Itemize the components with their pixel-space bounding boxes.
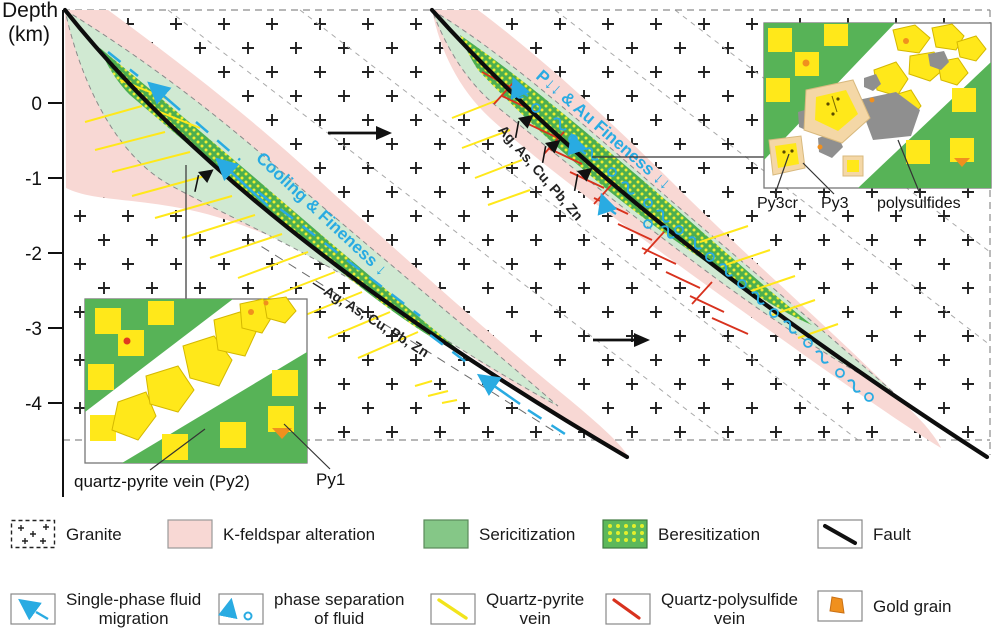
polysulfides-label: polysulfides [877,195,961,212]
flow-arrow-right [593,333,650,347]
legend-item-quartz-pyrite-vein: Quartz-pyrite vein [430,590,584,628]
legend-item-gold-grain: Gold grain [817,590,951,622]
py1-label: Py1 [316,470,345,489]
legend-item-beresitization: Beresitization [602,519,760,549]
tick-4: -4 [25,394,42,415]
axis-title-line2: (km) [8,23,50,46]
fault-line-1 [62,7,630,460]
py3-crystal [803,79,871,144]
quartz-pyrite-veins-2 [451,99,839,339]
py3cr-crystal [768,135,806,176]
beresitization-swatch [602,519,648,549]
legend-label-line2: vein [713,609,746,628]
gold-grain [903,38,909,44]
legend-label: Beresitization [658,524,761,544]
legend-item-fault: Fault [817,519,911,549]
axis-title-line1: Depth [2,0,58,22]
py3cr-label: Py3cr [757,195,799,212]
pyrite-squares [88,301,298,460]
legend-label: Sericitization [479,524,576,544]
single-phase-fluid-arrows [147,81,521,406]
beresitization-band-2 [460,35,812,325]
py3-label: Py3 [821,195,849,212]
single-phase-fluid-dashes [107,51,569,438]
legend-label: Granite [66,524,122,544]
gold-grain-swatch [817,590,863,622]
gold-grain [263,300,269,306]
py2-blobs [111,296,297,441]
legend-item-kfeldspar: K-feldspar alteration [167,519,375,549]
fault-swatch [817,519,863,549]
polysulfides-leader [897,139,921,195]
sericitization-swatch [423,519,469,549]
inset-right-py3: Py3cr Py3 polysulfides [757,22,992,212]
phase-separation-swatch [218,593,264,625]
legend-label-line1: Quartz-polysulfide [661,590,799,609]
quartz-polysulfide-vein-swatch [605,593,651,625]
mineralization-arrows [194,114,593,192]
depth-axis: Depth (km) 0 -1 -2 -3 -4 [2,0,64,497]
gold-grain [954,158,970,167]
legend-label-line1: Single-phase fluid [66,590,202,609]
gold-grain [869,97,875,103]
py3-blobs [873,23,987,120]
legend-label-line2: of fluid [314,609,365,628]
quartz-pyrite-vein-swatch [430,593,476,625]
tick-0: 0 [31,94,42,115]
single-phase-fluid-swatch [10,593,56,625]
gold-grain [123,337,131,345]
legend-item-sericitization: Sericitization [423,519,575,549]
legend-label-line1: Gold grain [873,596,952,616]
gold-grain [248,309,254,315]
legend-label: Fault [873,524,911,544]
cross-section-figure: Depth (km) 0 -1 -2 -3 -4 Cooling & Finen… [2,0,992,497]
sericitization-halo-1 [64,8,559,407]
tick-3: -3 [25,319,42,340]
tick-2: -2 [25,244,42,265]
flow-arrow-left [328,126,392,140]
py1-grain [272,428,292,439]
caption-leader [149,428,206,471]
pyrite-squares [766,24,976,164]
legend-item-granite: Granite [10,519,122,549]
kfeldspar-swatch [167,519,213,549]
gold-grain [817,144,823,150]
quartz-pyrite-veins-1 [84,79,458,404]
py1-leader [283,423,331,470]
gold-grain [802,59,810,67]
legend-item-quartz-polysulfide-vein: Quartz-polysulfide vein [605,590,798,628]
legend-label-line1: Quartz-pyrite [486,590,585,609]
legend-item-phase-separation: phase separation of fluid [218,590,404,628]
tick-1: -1 [25,169,42,190]
legend-label-line2: vein [519,609,551,628]
inset-left-caption: quartz-pyrite vein (Py2) [74,472,250,491]
py3-leader [802,162,835,195]
legend-label-line2: migration [98,609,169,628]
legend-label-line1: phase separation [274,590,405,609]
py3cr-leader [774,153,790,195]
phase-separation-arrows [510,76,618,216]
fault-zone-1 [62,7,630,460]
legend-label: K-feldspar alteration [223,524,376,544]
granite-swatch [10,519,56,549]
legend-item-single-phase-fluid: Single-phase fluid migration [10,590,201,628]
inset-left-py2: quartz-pyrite vein (Py2) Py1 [74,296,345,491]
py3-small-crystal [842,155,864,177]
